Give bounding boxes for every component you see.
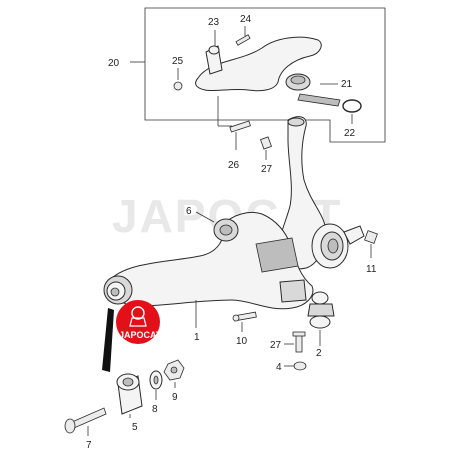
logo-text: JAPOCAT xyxy=(119,330,162,340)
callout-5: 5 xyxy=(132,422,138,433)
callout-1: 1 xyxy=(194,332,200,343)
callout-11: 11 xyxy=(366,264,377,275)
callout-25: 25 xyxy=(172,56,184,67)
callout-6: 6 xyxy=(186,206,192,217)
callout-4: 4 xyxy=(276,362,282,373)
callout-20: 20 xyxy=(108,58,120,69)
bolt-24 xyxy=(235,26,251,46)
logo-circle xyxy=(116,300,160,344)
nut-25 xyxy=(173,68,183,91)
callout-9: 9 xyxy=(172,392,178,403)
washer-8 xyxy=(149,370,163,400)
callout-22: 22 xyxy=(344,128,356,139)
steering-knuckle xyxy=(279,116,365,270)
callout-27-upper: 27 xyxy=(261,164,273,175)
bolt-7 xyxy=(64,407,107,436)
callout-8: 8 xyxy=(152,404,158,415)
japocat-logo: JAPOCAT xyxy=(116,300,162,344)
callout-23: 23 xyxy=(208,17,220,28)
snap-ring-22 xyxy=(342,99,362,124)
callout-7: 7 xyxy=(86,440,92,451)
bolt-10 xyxy=(232,311,257,332)
upper-arm-inset-frame xyxy=(144,7,386,143)
nut-11 xyxy=(364,230,378,258)
bushing-5 xyxy=(116,373,143,418)
bolt-27-lower xyxy=(284,331,306,353)
bolt-26 xyxy=(217,96,251,150)
callout-26: 26 xyxy=(228,160,240,171)
nut-4 xyxy=(284,361,307,371)
nut-9 xyxy=(163,359,185,388)
upper-control-arm xyxy=(195,36,341,107)
ball-joint-2 xyxy=(307,291,335,346)
lower-control-arm xyxy=(103,212,314,310)
callout-10: 10 xyxy=(236,336,248,347)
callout-24: 24 xyxy=(240,14,252,25)
leader-6 xyxy=(195,211,215,223)
callout-2: 2 xyxy=(316,348,322,359)
callout-27-lower: 27 xyxy=(270,340,282,351)
nut-27-upper xyxy=(260,136,272,160)
callout-21: 21 xyxy=(341,79,353,90)
bushing-arrow xyxy=(102,308,114,372)
